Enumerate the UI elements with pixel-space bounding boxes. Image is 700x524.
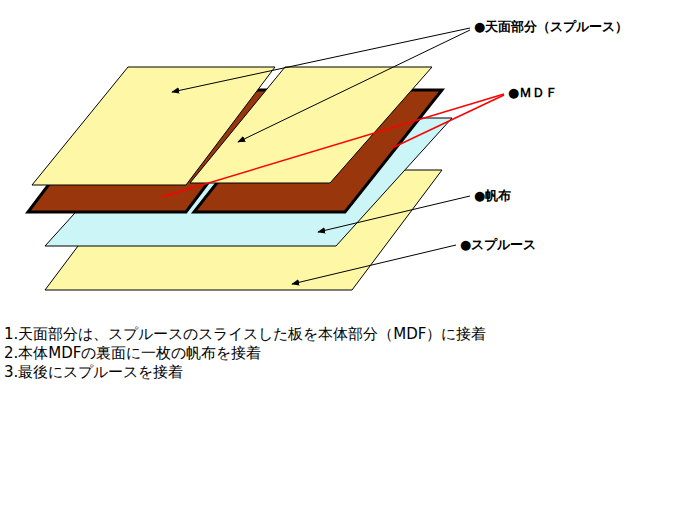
assembly-note: 1.天面部分は、スプルースのスライスした板を本体部分（MDF）に接着: [4, 325, 486, 344]
part-callout: ●スプルース: [460, 236, 536, 254]
part-callout: ●ＭＤＦ: [508, 84, 558, 102]
mdf-leader-line: [162, 94, 504, 197]
leader-line: [172, 28, 470, 92]
mdf-leader-line: [392, 95, 504, 148]
part-callout: ●天面部分（スプルース）: [474, 18, 628, 36]
assembly-note: 2.本体MDFの裏面に一枚の帆布を接着: [4, 344, 261, 363]
leader-line: [318, 196, 470, 232]
assembly-note: 3.最後にスプルースを接着: [4, 363, 183, 382]
leader-line: [292, 245, 456, 284]
part-callout: ●帆布: [474, 187, 511, 205]
top-panel-right: [190, 67, 432, 183]
leader-line: [238, 30, 470, 142]
